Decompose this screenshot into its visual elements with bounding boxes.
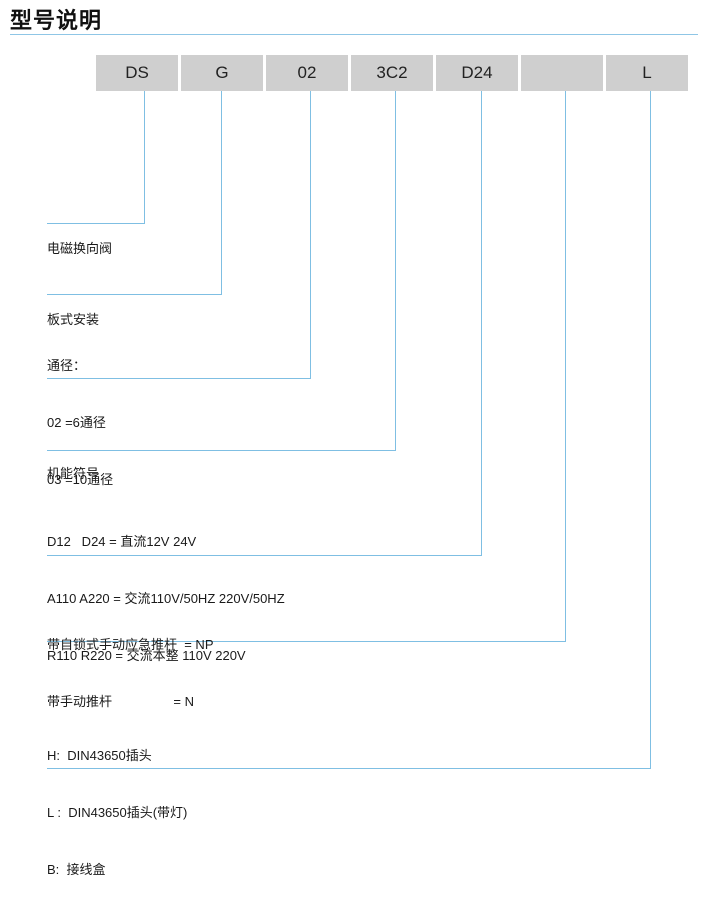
- leader-line-function: [395, 91, 396, 451]
- desc-series: 电磁换向阀: [47, 201, 112, 277]
- desc-mounting: 板式安装: [47, 272, 99, 348]
- title-divider: [10, 34, 698, 35]
- desc-voltage-line: D12 D24 = 直流12V 24V: [47, 534, 197, 549]
- desc-function: 机能符号: [47, 426, 99, 502]
- desc-function-line: 机能符号: [47, 466, 100, 481]
- leader-line-voltage: [481, 91, 482, 556]
- underline-manual-override: [47, 641, 566, 642]
- desc-voltage-line: R110 R220 = 交流本整 110V 220V: [47, 648, 246, 663]
- leader-line-connector: [650, 91, 651, 769]
- code-box-function: 3C2: [351, 55, 433, 91]
- underline-series: [47, 223, 145, 224]
- desc-size-heading: 通径：: [47, 358, 87, 373]
- code-box-size: 02: [266, 55, 348, 91]
- desc-manual-override-line: 带手动推杆 = N: [47, 694, 194, 709]
- desc-connector-line: H: DIN43650插头: [47, 748, 152, 763]
- code-box-series: DS: [96, 55, 178, 91]
- underline-size: [47, 378, 311, 379]
- leader-line-mounting: [221, 91, 222, 295]
- leader-line-series: [144, 91, 145, 224]
- page-title: 型号说明: [10, 9, 103, 34]
- underline-connector: [47, 768, 651, 769]
- desc-connector-line: L : DIN43650插头(带灯): [47, 805, 188, 820]
- underline-mounting: [47, 294, 222, 295]
- leader-line-manual-override: [565, 91, 566, 642]
- code-box-voltage: D24: [436, 55, 518, 91]
- desc-manual-override: 带自锁式手动应急推杆 = NP 带手动推杆 = N: [47, 597, 214, 730]
- desc-manual-override-line: 带自锁式手动应急推杆 = NP: [47, 637, 214, 652]
- desc-mounting-line: 板式安装: [47, 312, 100, 327]
- desc-size: 通径： 02 =6通径 03 =10通径: [47, 318, 113, 508]
- underline-function: [47, 450, 396, 451]
- desc-size-line: 03 =10通径: [47, 472, 114, 487]
- desc-connector-line: B: 接线盒: [47, 862, 106, 877]
- desc-voltage-line: A110 A220 = 交流110V/50HZ 220V/50HZ: [47, 591, 285, 606]
- desc-size-line: 02 =6通径: [47, 415, 106, 430]
- leader-line-size: [310, 91, 311, 379]
- desc-connector: H: DIN43650插头 L : DIN43650插头(带灯) B: 接线盒: [47, 708, 187, 898]
- code-box-mounting: G: [181, 55, 263, 91]
- desc-voltage: D12 D24 = 直流12V 24V A110 A220 = 交流110V/5…: [47, 494, 285, 684]
- code-box-connector: L: [606, 55, 688, 91]
- code-box-manual-override: [521, 55, 603, 91]
- desc-series-line: 电磁换向阀: [47, 241, 113, 256]
- underline-voltage: [47, 555, 482, 556]
